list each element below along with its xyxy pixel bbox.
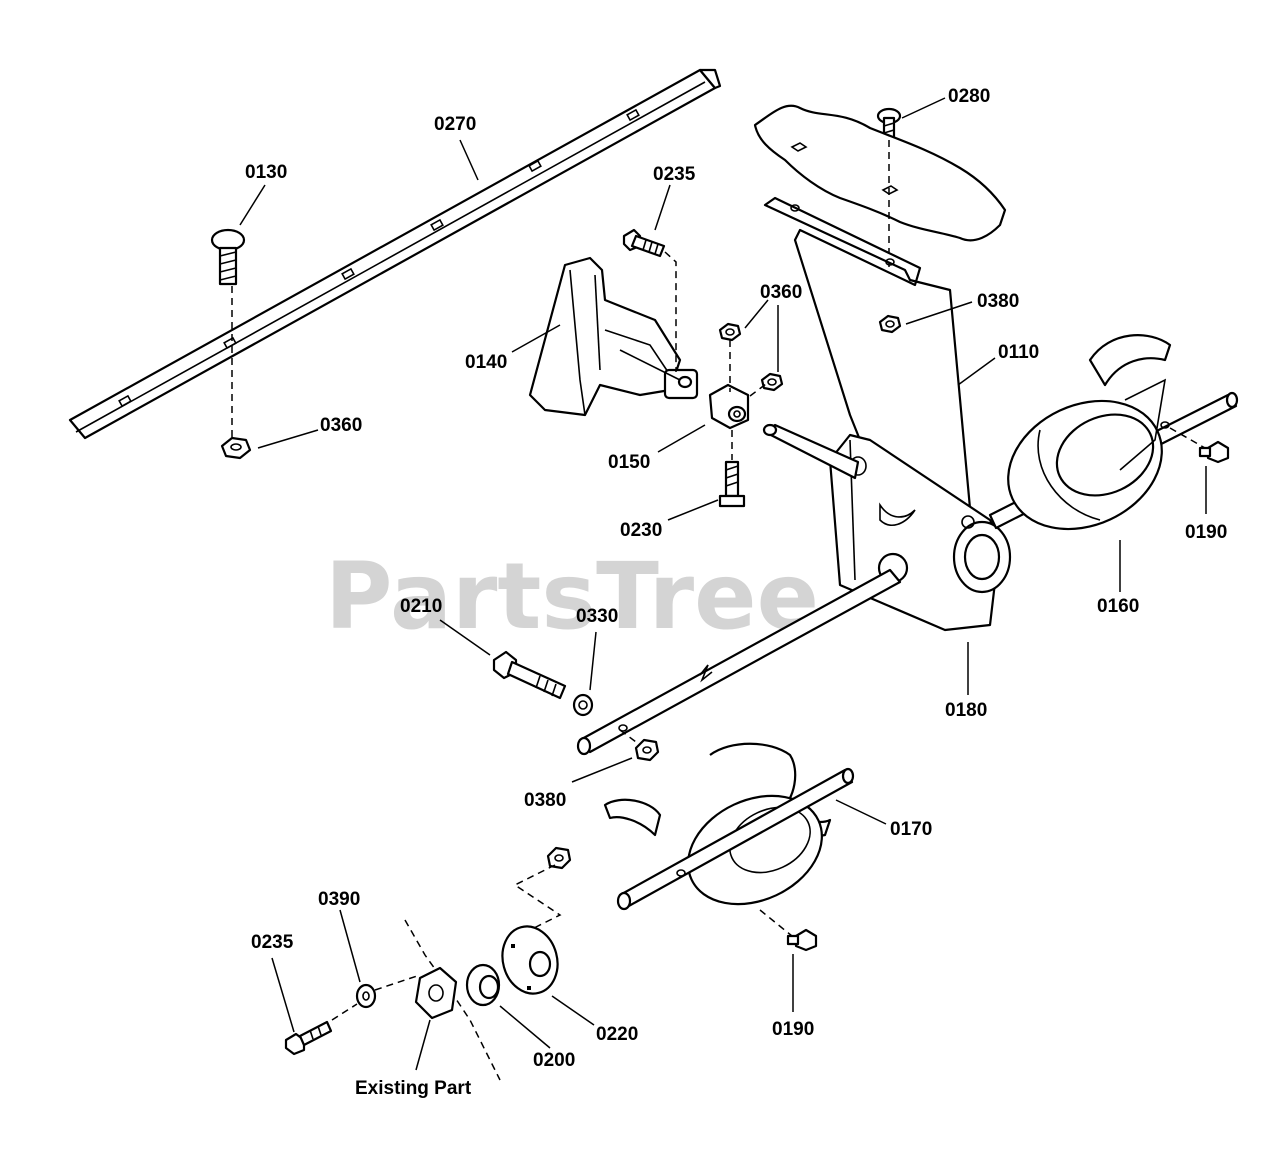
label-0200[interactable]: 0200 [533, 1050, 575, 1071]
label-0160[interactable]: 0160 [1097, 596, 1139, 617]
part-0170-auger-left[interactable] [603, 742, 855, 925]
label-existing-part: Existing Part [355, 1078, 472, 1099]
part-0150-swivel-block[interactable] [708, 383, 750, 430]
label-0230[interactable]: 0230 [620, 520, 662, 541]
label-0235-bottom[interactable]: 0235 [251, 932, 294, 953]
label-0210[interactable]: 0210 [400, 596, 442, 617]
part-0190-shear-bolt-bottom[interactable] [786, 928, 818, 952]
part-0235-bolt-bottom[interactable] [284, 1020, 333, 1056]
part-0330-spacer[interactable] [572, 693, 594, 717]
label-0360-mid[interactable]: 0360 [760, 282, 802, 303]
watermark: PartsTree TM [325, 530, 947, 650]
watermark-text: PartsTree [325, 543, 819, 650]
part-labels: 0270 0130 0360 0235 0140 0360 0150 0230 … [245, 86, 1227, 1099]
part-0190-shear-bolt-right[interactable] [1198, 440, 1230, 464]
part-0280-carriage-bolt[interactable] [876, 107, 902, 142]
label-0140[interactable]: 0140 [465, 352, 507, 373]
part-0210-bolt[interactable] [492, 650, 567, 700]
auger-shaft-lower [576, 568, 902, 756]
part-0130-carriage-bolt[interactable] [210, 228, 246, 286]
label-0380-mid[interactable]: 0380 [524, 790, 566, 811]
part-0360-nut-mid-lower[interactable] [760, 372, 784, 392]
label-0270[interactable]: 0270 [434, 114, 476, 135]
label-0130[interactable]: 0130 [245, 162, 287, 183]
label-0110[interactable]: 0110 [998, 342, 1039, 363]
label-0235-top[interactable]: 0235 [653, 164, 696, 185]
housing-panel [753, 104, 1007, 242]
part-0160-auger-right[interactable] [987, 334, 1183, 553]
label-0360-left[interactable]: 0360 [320, 415, 362, 436]
label-0220[interactable]: 0220 [596, 1024, 638, 1045]
part-0390-washer[interactable] [355, 983, 377, 1009]
part-0235-bolt-top[interactable] [622, 228, 666, 258]
label-0380-top[interactable]: 0380 [977, 291, 1019, 312]
existing-part [404, 919, 501, 1081]
part-0380-nut-top[interactable] [878, 314, 902, 334]
label-0170[interactable]: 0170 [890, 819, 932, 840]
leader-lines [239, 97, 1207, 1071]
part-0380-nut-lower[interactable] [546, 846, 572, 870]
label-0190-right[interactable]: 0190 [1185, 522, 1227, 543]
part-0380-nut-mid[interactable] [634, 738, 660, 762]
part-0360-nut-mid-upper[interactable] [718, 322, 742, 342]
part-0110-support[interactable] [763, 196, 982, 532]
part-0200-bearing[interactable] [465, 963, 501, 1007]
shaft-upper [762, 423, 860, 480]
part-0220-flange-plate[interactable] [495, 920, 565, 1000]
label-0180[interactable]: 0180 [945, 700, 987, 721]
label-0390[interactable]: 0390 [318, 889, 360, 910]
part-0230-bolt[interactable] [718, 460, 746, 508]
label-0190-bottom[interactable]: 0190 [772, 1019, 814, 1040]
label-0330[interactable]: 0330 [576, 606, 618, 627]
label-0280[interactable]: 0280 [948, 86, 990, 107]
part-0360-nut-left[interactable] [220, 436, 252, 460]
label-0150[interactable]: 0150 [608, 452, 650, 473]
part-0140-bracket[interactable] [528, 256, 699, 417]
